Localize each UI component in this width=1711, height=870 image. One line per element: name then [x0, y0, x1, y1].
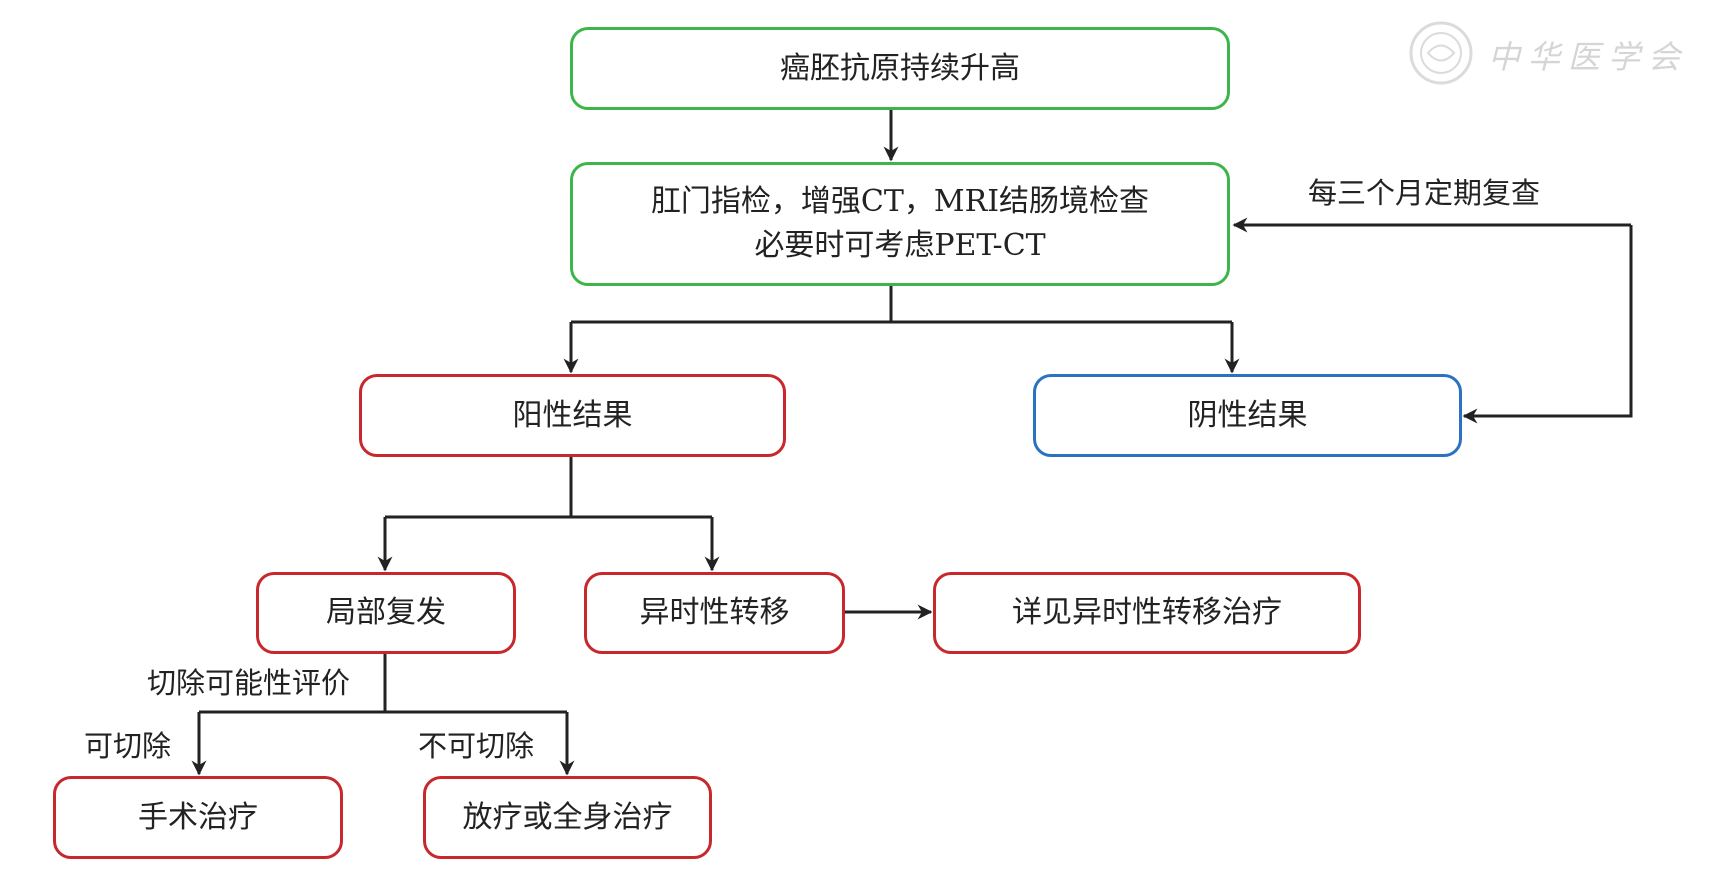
- node-radio-systemic: 放疗或全身治疗: [423, 776, 712, 859]
- node-positive-label: 阳性结果: [512, 397, 633, 433]
- label-resectable: 可切除: [84, 729, 172, 763]
- node-radio-systemic-label: 放疗或全身治疗: [462, 799, 673, 835]
- connector-exam-split: [571, 286, 1232, 324]
- arrow-recheck-loop-in: [1462, 225, 1633, 424]
- node-cea-rise-label: 癌胚抗原持续升高: [780, 50, 1020, 86]
- node-local-recurrence: 局部复发: [256, 572, 516, 654]
- label-resectability: 切除可能性评价: [147, 666, 351, 700]
- node-cea-rise: 癌胚抗原持续升高: [570, 27, 1230, 110]
- node-surgery-label: 手术治疗: [138, 799, 258, 835]
- node-see-metastasis-treatment-label: 详见异时性转移治疗: [1012, 595, 1282, 630]
- node-exam-line2: 必要时可考虑PET-CT: [754, 228, 1046, 263]
- watermark-text: 中华医学会: [1488, 38, 1689, 76]
- label-recheck: 每三个月定期复查: [1308, 176, 1541, 210]
- node-negative: 阴性结果: [1033, 374, 1462, 457]
- node-surgery: 手术治疗: [53, 776, 343, 859]
- node-positive: 阳性结果: [359, 374, 786, 457]
- node-metachronous-metastasis-label: 异时性转移: [639, 595, 790, 630]
- node-exam: 肛门指检，增强CT，MRI结肠境检查 必要时可考虑PET-CT: [570, 162, 1230, 286]
- connector-recurrence-split: [199, 654, 567, 714]
- seal-icon: [1409, 21, 1473, 85]
- watermark: 中华医学会: [1408, 18, 1698, 88]
- connector-positive-split: [385, 455, 712, 519]
- node-negative-label: 阴性结果: [1187, 397, 1308, 433]
- node-see-metastasis-treatment: 详见异时性转移治疗: [933, 572, 1361, 654]
- label-unresectable: 不可切除: [418, 729, 535, 763]
- node-local-recurrence-label: 局部复发: [326, 595, 446, 630]
- node-exam-line1: 肛门指检，增强CT，MRI结肠境检查: [650, 184, 1150, 219]
- node-metachronous-metastasis: 异时性转移: [584, 572, 845, 654]
